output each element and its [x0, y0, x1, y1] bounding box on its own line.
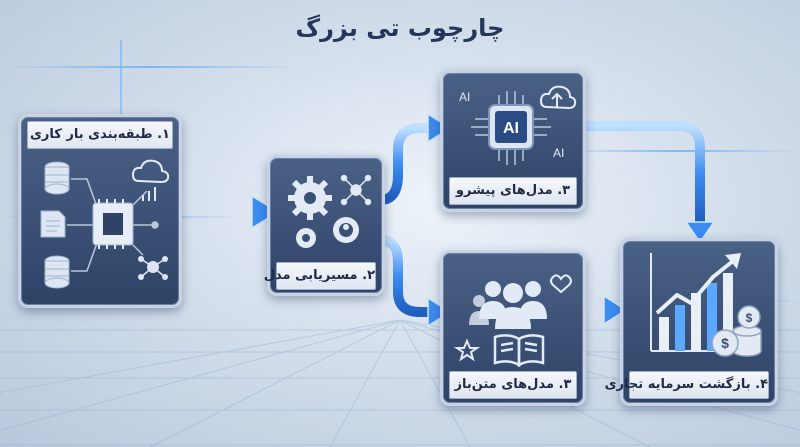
- cloud-chart-icon: [131, 159, 170, 201]
- database-icon: [44, 161, 70, 195]
- page-title: چارچوب تی بزرگ: [295, 14, 505, 42]
- ai-corner-label-1: AI: [459, 90, 470, 104]
- growth-chart-icon: [650, 253, 759, 352]
- workload-classification-card: ۱. طبقه‌بندی بار کاری: [18, 114, 182, 308]
- open-source-icons: [449, 259, 577, 369]
- ai-chip-icon: AI: [471, 91, 551, 165]
- people-icon: [469, 281, 547, 329]
- open-source-models-card: ۳. مدل‌های متن‌باز: [440, 250, 586, 406]
- model-routing-label: ۲. مسیریابی مدل: [264, 262, 376, 290]
- database-icon: [44, 255, 70, 289]
- roi-icons: $ $: [629, 247, 769, 369]
- frontier-icons: AI AI AI: [449, 79, 577, 175]
- coins-icon: $ $: [711, 305, 762, 357]
- network-icon: [138, 256, 168, 280]
- dollar-sign: $: [746, 311, 753, 325]
- flow-arrow-icon: [175, 121, 705, 317]
- arrow-heads: [251, 112, 716, 328]
- business-roi-label: ۴. بازگشت سرمایه تجاری: [605, 371, 769, 399]
- cloud-upload-icon: [539, 85, 577, 110]
- workload-classification-label: ۱. طبقه‌بندی بار کاری: [27, 121, 173, 149]
- ai-corner-label-2: AI: [553, 146, 564, 160]
- workload-icons: [27, 151, 173, 297]
- dollar-sign: $: [721, 335, 729, 351]
- network-icon: [340, 174, 372, 206]
- model-routing-card: ۲. مسیریابی مدل: [264, 155, 385, 296]
- document-icon: [40, 210, 66, 238]
- chip-icon: [92, 199, 134, 249]
- star-icon: [453, 338, 481, 362]
- gears-icon: [288, 176, 359, 248]
- routing-icons: [276, 164, 376, 260]
- book-icon: [493, 334, 545, 368]
- frontier-models-card: AI AI AI ۳. مدل‌های پیشرو: [440, 70, 586, 212]
- circuit-lines: [67, 178, 159, 272]
- frontier-models-label: ۳. مدل‌های پیشرو: [449, 177, 577, 205]
- business-roi-card: $ $ ۴. بازگشت سرمایه تجاری: [605, 238, 778, 406]
- heart-icon: [550, 274, 572, 294]
- ai-chip-label: AI: [503, 120, 519, 137]
- open-source-models-label: ۳. مدل‌های متن‌باز: [449, 371, 577, 399]
